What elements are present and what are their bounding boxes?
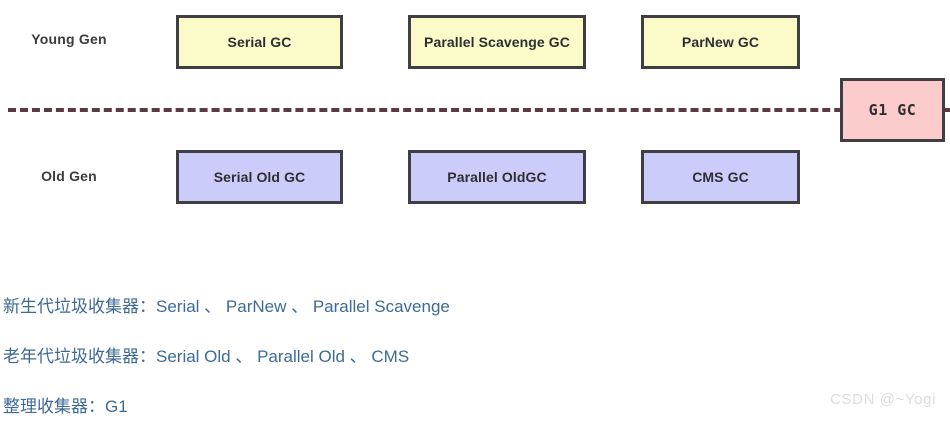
gc-box-serial-old-gc: Serial Old GC bbox=[176, 150, 343, 204]
gc-box-parallel-old-gc: Parallel OldGC bbox=[408, 150, 586, 204]
gc-box-parallel-scavenge-gc: Parallel Scavenge GC bbox=[408, 15, 586, 69]
note-line-young-generation: 新生代垃圾收集器：Serial 、 ParNew 、 Parallel Scav… bbox=[3, 297, 450, 316]
gc-collectors-diagram: Young Gen Old Gen Serial GC Parallel Sca… bbox=[8, 15, 950, 204]
note-line-compacting: 整理收集器：G1 bbox=[3, 397, 128, 416]
notes-block: 新生代垃圾收集器：Serial 、 ParNew 、 Parallel Scav… bbox=[0, 282, 950, 432]
row-label-young-gen: Young Gen bbox=[31, 31, 107, 47]
gc-box-serial-gc: Serial GC bbox=[176, 15, 343, 69]
gc-box-g1-gc: G1 GC bbox=[840, 78, 945, 142]
row-label-old-gen: Old Gen bbox=[41, 168, 97, 184]
generation-divider-dashed-line bbox=[8, 108, 950, 112]
note-line-old-generation: 老年代垃圾收集器：Serial Old 、 Parallel Old 、 CMS bbox=[3, 347, 410, 366]
gc-box-parnew-gc: ParNew GC bbox=[641, 15, 800, 69]
csdn-watermark: CSDN @~Yogi bbox=[830, 391, 936, 408]
gc-box-cms-gc: CMS GC bbox=[641, 150, 800, 204]
